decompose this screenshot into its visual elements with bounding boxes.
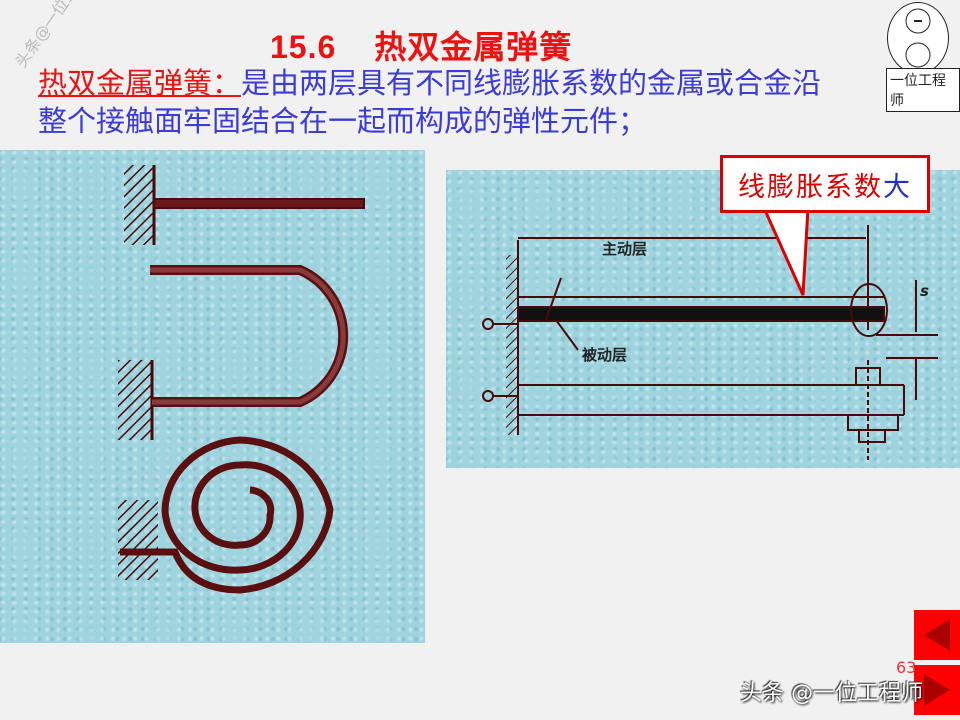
- length-label: L: [782, 225, 792, 243]
- definition-text: 是由两层具有不同线膨胀系数的金属或合金沿: [241, 66, 822, 100]
- callout-text: 线膨胀系数: [738, 171, 883, 203]
- definition-line-2: 整个接触面牢固结合在一起而构成的弹性元件；: [38, 104, 648, 138]
- prev-slide-button[interactable]: [914, 610, 960, 660]
- logo-text: 一位工程师: [886, 68, 960, 112]
- page-number: 63: [896, 658, 917, 677]
- page-title: 15.6 热双金属弹簧: [270, 22, 572, 68]
- spring-shapes-drawing: [118, 165, 365, 594]
- definition-line-1: 热双金属弹簧：是由两层具有不同线膨胀系数的金属或合金沿: [38, 60, 821, 102]
- logo-icon: [905, 8, 931, 68]
- title-text: 热双金属弹簧: [374, 28, 573, 66]
- callout-emphasis: 大: [883, 171, 912, 203]
- spring-shapes-figure: [0, 150, 425, 643]
- deflection-label: s: [920, 282, 929, 300]
- next-slide-button[interactable]: [914, 665, 960, 715]
- logo: [887, 2, 949, 74]
- credit-watermark: 头条 @一位工程师: [740, 681, 923, 706]
- callout-box: 线膨胀系数大: [720, 155, 930, 213]
- title-number: 15.6: [270, 29, 337, 65]
- definition-term: 热双金属弹簧：: [38, 66, 242, 100]
- triangle-right-icon: [924, 674, 950, 706]
- active-layer-label: 主动层: [602, 240, 648, 258]
- bimetal-diagram: L 主动层 被动层 s: [446, 170, 960, 468]
- passive-layer-label: 被动层: [582, 346, 628, 364]
- triangle-left-icon: [924, 619, 950, 651]
- bimetal-drawing: [482, 225, 938, 460]
